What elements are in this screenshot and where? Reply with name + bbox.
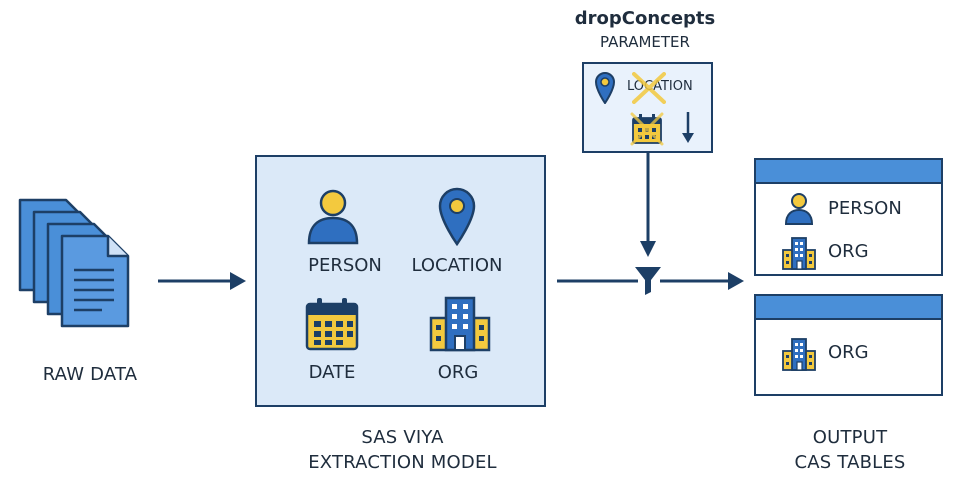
cross-icon [632,72,666,104]
building-icon [429,296,491,352]
table2-row-org: ORG [828,342,869,363]
down-arrow-icon [682,112,694,143]
table1-row-org: ORG [828,241,869,262]
output-table-2 [754,294,943,396]
model-caption: SAS VIYA EXTRACTION MODEL [270,425,535,475]
concept-label-person: PERSON [308,255,382,276]
person-icon [784,193,814,225]
raw-data-label: RAW DATA [42,364,138,385]
model-caption-line2: EXTRACTION MODEL [308,452,497,473]
location-pin-icon [594,72,616,104]
table-header [756,296,941,320]
calendar-icon [305,298,359,351]
concept-label-org: ORG [437,362,479,383]
parameter-subtitle: PARAMETER [600,33,690,51]
document-stack-icon [18,198,130,328]
concept-label-date: DATE [308,362,356,383]
building-icon [782,338,816,371]
filter-icon [635,267,661,295]
calendar-icon [630,112,664,146]
output-caption-line1: OUTPUT [812,427,888,448]
extraction-model-box [255,155,546,407]
concept-label-location: LOCATION [411,255,503,276]
model-caption-line1: SAS VIYA [361,427,444,448]
building-icon [782,237,816,270]
location-pin-icon [438,187,476,246]
output-caption: OUTPUT CAS TABLES [760,425,940,475]
output-caption-line2: CAS TABLES [794,452,906,473]
person-icon [307,189,359,245]
parameter-title: dropConcepts [574,8,716,29]
table1-row-person: PERSON [828,198,902,219]
table-header [756,160,941,184]
